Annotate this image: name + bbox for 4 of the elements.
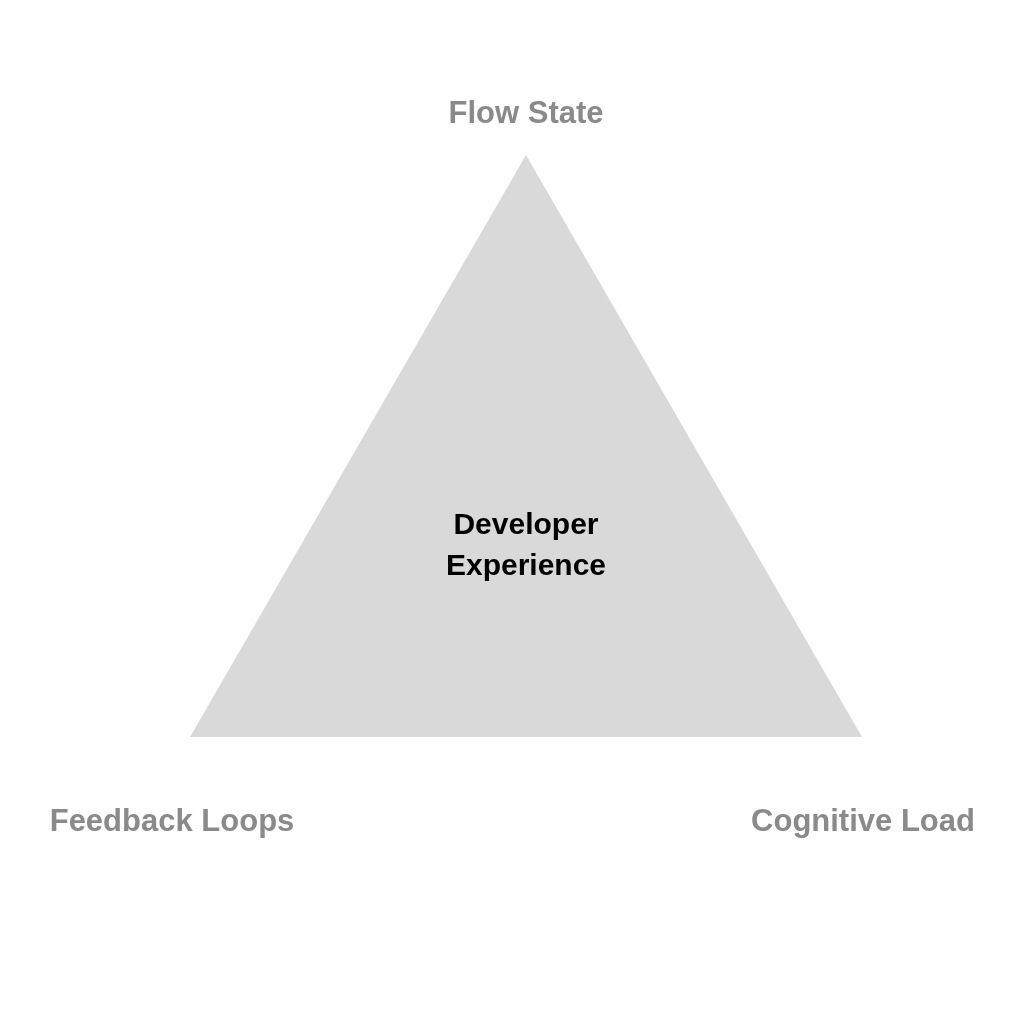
corner-label: Feedback Loops (49, 803, 295, 839)
node-title: Developer Experience (444, 506, 608, 583)
corner-label: Flow State (448, 95, 604, 131)
corner-label: Cognitive Load (751, 803, 975, 839)
